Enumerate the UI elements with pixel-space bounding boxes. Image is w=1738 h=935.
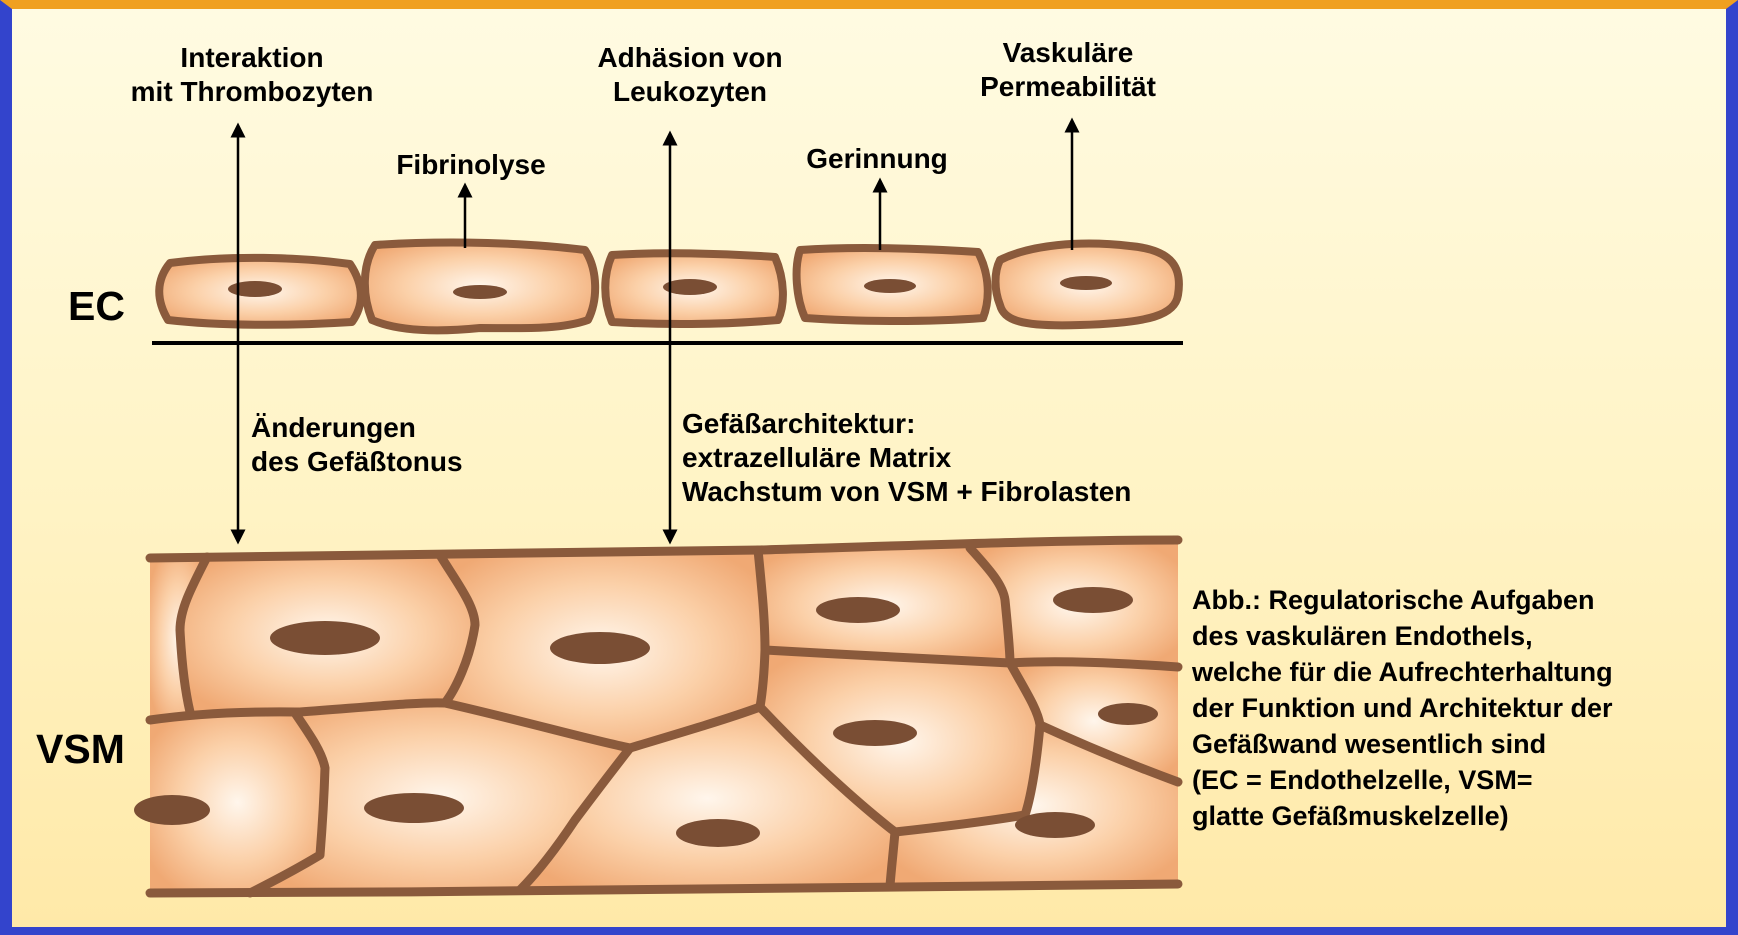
- label-line: Gefäßarchitektur:: [682, 407, 1131, 441]
- ec-nucleus: [228, 281, 282, 297]
- label-gefaesstonus: Änderungen des Gefäßtonus: [251, 411, 463, 479]
- caption-line: Abb.: Regulatorische Aufgaben: [1192, 582, 1613, 618]
- label-fibrinolyse: Fibrinolyse: [396, 148, 545, 182]
- figure-caption: Abb.: Regulatorische Aufgaben des vaskul…: [1192, 582, 1613, 834]
- vsm-nucleus: [1015, 812, 1095, 838]
- vsm-layer: [134, 540, 1178, 893]
- vsm-nucleus: [816, 597, 900, 623]
- label-line: Vaskuläre: [980, 36, 1156, 70]
- label-line: Wachstum von VSM + Fibrolasten: [682, 475, 1131, 509]
- vsm-nucleus: [1053, 587, 1133, 613]
- ec-nucleus: [864, 279, 916, 293]
- caption-line: (EC = Endothelzelle, VSM=: [1192, 762, 1613, 798]
- label-line: Permeabilität: [980, 70, 1156, 104]
- caption-line: des vaskulären Endothels,: [1192, 618, 1613, 654]
- vsm-nucleus: [833, 720, 917, 746]
- label-line: Interaktion: [131, 41, 374, 75]
- caption-line: der Funktion und Architektur der: [1192, 690, 1613, 726]
- label-line: Änderungen: [251, 411, 463, 445]
- label-line: Leukozyten: [597, 75, 782, 109]
- label-adhaesion-leukozyten: Adhäsion von Leukozyten: [597, 41, 782, 109]
- vsm-nucleus: [270, 621, 380, 655]
- label-line: mit Thrombozyten: [131, 75, 374, 109]
- label-gerinnung: Gerinnung: [806, 142, 948, 176]
- ec-layer: [152, 243, 1183, 343]
- vsm-label: VSM: [36, 726, 125, 772]
- label-gefaessarchitektur: Gefäßarchitektur: extrazelluläre Matrix …: [682, 407, 1131, 509]
- label-line: extrazelluläre Matrix: [682, 441, 1131, 475]
- caption-line: glatte Gefäßmuskelzelle): [1192, 798, 1613, 834]
- label-interaktion-thrombozyten: Interaktion mit Thrombozyten: [131, 41, 374, 109]
- label-line: Adhäsion von: [597, 41, 782, 75]
- caption-line: welche für die Aufrechterhaltung: [1192, 654, 1613, 690]
- vsm-nucleus: [676, 819, 760, 847]
- ec-nucleus: [1060, 276, 1112, 290]
- vsm-nucleus: [1098, 703, 1158, 725]
- label-vaskulaere-permeabilitaet: Vaskuläre Permeabilität: [980, 36, 1156, 104]
- ec-label: EC: [68, 283, 125, 329]
- vsm-nucleus: [134, 795, 210, 825]
- vsm-nucleus: [364, 793, 464, 823]
- label-line: des Gefäßtonus: [251, 445, 463, 479]
- caption-line: Gefäßwand wesentlich sind: [1192, 726, 1613, 762]
- vsm-nucleus: [550, 632, 650, 664]
- ec-nucleus: [453, 285, 507, 299]
